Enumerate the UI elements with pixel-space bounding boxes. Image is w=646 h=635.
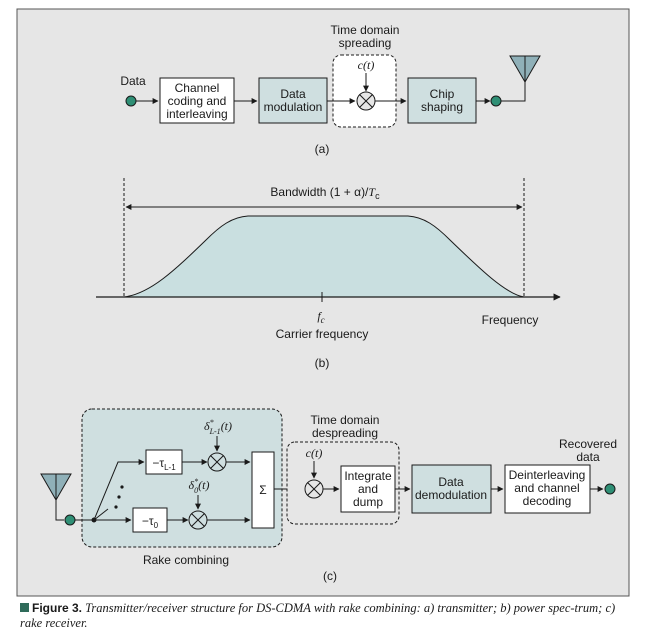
deinterleaving-block [504,464,591,514]
recovered-line2: data [576,450,600,464]
rake-combining-box [81,408,283,548]
delay-bottom-block [132,507,168,533]
despreading-title-line2: despreading [312,426,378,440]
panel-a-caption: (a) [315,142,330,156]
summation-symbol: Σ [259,483,266,497]
chip-shaping-line2: shaping [421,100,463,114]
carrier-label: Carrier frequency [276,327,369,341]
rx-input-node [64,514,76,526]
bandwidth-label: Bandwidth (1 + α)/Tc [270,185,380,201]
delay-top-label: −τL-1 [152,456,176,472]
caption-text: Transmitter/receiver structure for DS-CD… [20,601,616,630]
integrate-line2: and [358,482,378,496]
tx-antenna-icon [509,55,541,84]
multiplier-top-icon [207,452,227,472]
spreading-title-line2: spreading [339,36,392,50]
channel-coding-line3: interleaving [166,107,227,121]
despreading-multiplier-icon [304,479,324,499]
tx-output-node [490,95,502,107]
panel-c-receiver: Rake combining −τL-1 δ*L-1(t) −τ0 [40,408,617,583]
weight-bottom-label: δ*0(t) [189,477,210,495]
panel-b-caption: (b) [315,356,330,370]
spectrum-shape [123,215,525,298]
figure-caption: Figure 3. Transmitter/receiver structure… [20,601,635,631]
delay-bottom-label: −τ0 [142,514,159,530]
spreading-code-label: c(t) [358,58,375,72]
data-input-label: Data [120,74,146,88]
demod-line2: demodulation [415,488,487,502]
weight-top-label: δ*L-1(t) [204,418,232,436]
multiplier-bottom-icon [188,510,208,530]
deinterleave-line2: and channel [514,481,579,495]
frequency-label: Frequency [482,313,539,327]
panel-c-caption: (c) [323,569,337,583]
deinterleave-line3: decoding [523,494,572,508]
carrier-symbol: fc [317,309,324,325]
integrate-line1: Integrate [344,469,392,483]
summation-block [251,451,275,529]
demod-line1: Data [438,475,464,489]
panel-b-spectrum: Bandwidth (1 + α)/Tc fc Carrier frequenc… [96,178,561,370]
data-modulation-line1: Data [280,87,306,101]
channel-coding-line1: Channel [175,81,220,95]
spreading-title-line1: Time domain [331,23,400,37]
despreading-code-label: c(t) [306,446,323,460]
delay-top-block [145,449,183,475]
channel-coding-line2: coding and [168,94,227,108]
spreading-multiplier-icon [356,91,376,111]
recovered-output-node [604,483,616,495]
rake-combining-label: Rake combining [143,553,229,567]
despreading-title-line1: Time domain [311,413,380,427]
data-modulation-line2: modulation [264,100,323,114]
data-input-node [125,95,137,107]
deinterleave-line1: Deinterleaving [509,468,586,482]
recovered-line1: Recovered [559,437,617,451]
caption-bullet-icon [20,603,29,612]
rx-antenna-icon [40,473,72,502]
integrate-line3: dump [353,495,383,509]
chip-shaping-line1: Chip [430,87,455,101]
caption-label: Figure 3. [32,601,83,615]
panel-a-transmitter: Data Channel coding and interleaving Dat… [120,23,541,156]
data-modulation-block [258,77,328,124]
chip-shaping-block [407,77,477,124]
branch-ellipsis [120,485,124,489]
